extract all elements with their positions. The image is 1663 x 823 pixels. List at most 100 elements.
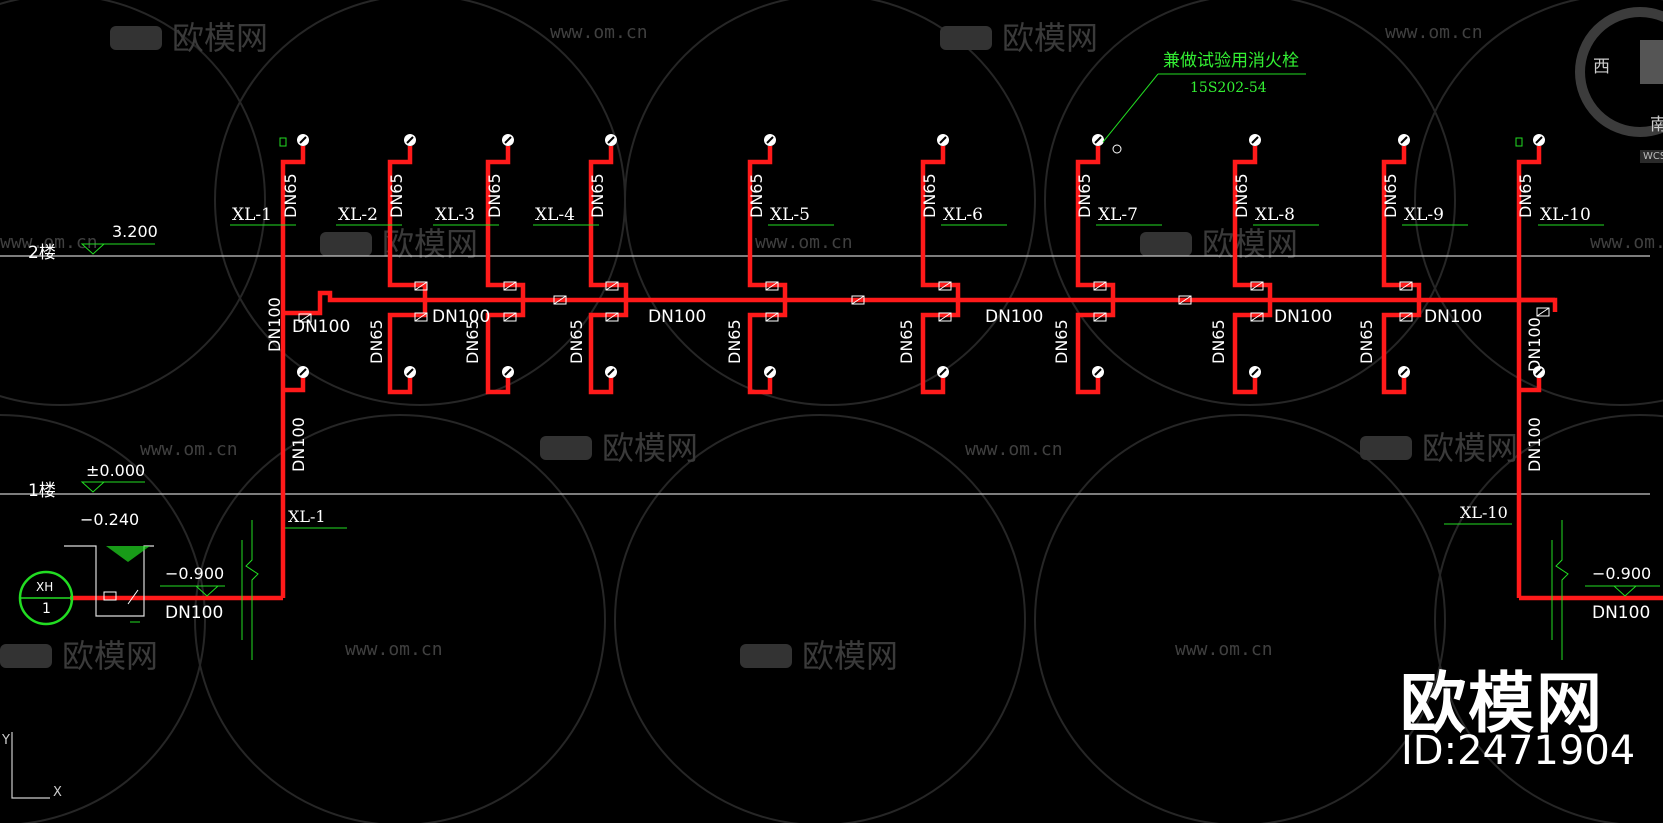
- watermark-circle: [624, 0, 1036, 406]
- gate-valve-icon: [605, 281, 619, 291]
- compass-west[interactable]: 西: [1593, 57, 1610, 77]
- pipe-size-label: DN65: [1075, 173, 1094, 218]
- right-pipe-level: −0.900: [1592, 564, 1652, 583]
- riser-label: XL-5: [770, 205, 810, 225]
- fire-hydrant-icon: [1535, 136, 1543, 144]
- watermark-url: www.om.cn: [0, 232, 98, 253]
- watermark-circle: [1414, 0, 1663, 406]
- pipe-size-label: DN65: [387, 173, 406, 218]
- riser-xl10-pipe: [1516, 146, 1542, 598]
- gate-valve-icon: [298, 313, 312, 323]
- watermark-brand: 欧模网: [1202, 225, 1298, 263]
- hydrant-annotation-ref: 15S202-54: [1190, 80, 1267, 96]
- gate-valve-icon: [1093, 312, 1107, 322]
- watermark-circle: [0, 0, 266, 406]
- riser-label: XL-2: [338, 205, 378, 225]
- gate-valve-icon: [503, 281, 517, 291]
- watermark-brand: 欧模网: [1422, 429, 1518, 467]
- pipe-size-label: DN65: [1381, 173, 1400, 218]
- watermark-url: www.om.cn: [1385, 22, 1483, 43]
- gate-valve-icon: [1178, 295, 1192, 305]
- pipe-size-label: DN65: [1052, 319, 1071, 364]
- watermark-circle: [1434, 414, 1663, 823]
- fire-hydrant-icon: [406, 136, 414, 144]
- gate-valve-icon: [1093, 281, 1107, 291]
- floor-lines: [0, 255, 1650, 495]
- gate-valve-icon: [1093, 312, 1107, 322]
- air-vent-icon: [279, 137, 287, 147]
- pipe-size-label: DN100: [292, 317, 350, 337]
- riser-bottom-left-label: XL-1: [288, 507, 326, 526]
- gate-valve-icon: [1250, 281, 1264, 291]
- fire-hydrant-icon: [1094, 136, 1102, 144]
- fire-hydrant-icon: [1251, 136, 1259, 144]
- gate-valve-icon: [414, 281, 428, 291]
- wall-break-line: [245, 520, 259, 660]
- check-valve-icon: [127, 589, 139, 605]
- gate-valve-icon: [414, 312, 428, 322]
- floor-2-label: 2楼: [28, 243, 56, 263]
- inlet-code: XH: [36, 580, 54, 594]
- compass-view-cube-icon: [1640, 40, 1663, 84]
- watermark-circle: [0, 414, 206, 823]
- riser-upper-pipe: [920, 146, 961, 300]
- watermark-logo-icon: [540, 436, 592, 460]
- gate-valve-icon: [605, 312, 619, 322]
- gate-valve-icon: [503, 312, 517, 322]
- watermark-logo-icon: [1360, 436, 1412, 460]
- riser-upper-pipe: [588, 146, 629, 300]
- gate-valve-icon: [1250, 312, 1264, 322]
- fire-hydrant-icon: [607, 136, 615, 144]
- fire-hydrant-icon: [1400, 368, 1408, 376]
- gate-valve-icon: [1399, 312, 1413, 322]
- riser-upper-pipe: [1075, 146, 1116, 300]
- riser-upper-pipe: [387, 146, 428, 300]
- riser-upper-pipe: [485, 146, 526, 300]
- hydrant-annotation-title: 兼做试验用消火栓: [1163, 51, 1299, 71]
- watermark-brand: 欧模网: [1002, 19, 1098, 57]
- pit-level: −0.240: [80, 510, 140, 529]
- level-marker-icon: [194, 585, 220, 597]
- watermark-circle: [1044, 0, 1456, 406]
- test-hydrant-icon: [1112, 144, 1122, 154]
- gate-valve-icon: [1399, 281, 1413, 291]
- level-marker-icon: [1612, 585, 1638, 597]
- gate-valve-icon: [298, 313, 312, 323]
- watermark-logo-icon: [0, 644, 52, 668]
- pipe-size-label: DN65: [1357, 319, 1376, 364]
- gate-valve-icon: [553, 295, 567, 305]
- watermark-logo-icon: [740, 644, 792, 668]
- compass-wcs[interactable]: WCS: [1640, 150, 1663, 163]
- riser-label: XL-10: [1540, 205, 1591, 225]
- riser-label: XL-4: [535, 205, 575, 225]
- pipe-size-label: DN65: [463, 319, 482, 364]
- left-pipe-level: −0.900: [165, 564, 225, 583]
- riser-lower-pipe: [920, 300, 961, 395]
- gate-valve-icon: [851, 295, 865, 305]
- fire-hydrant-icon: [299, 368, 307, 376]
- fire-hydrant-icon: [766, 368, 774, 376]
- pipe-size-label: DN100: [1424, 307, 1482, 327]
- pipe-size-label: DN65: [747, 173, 766, 218]
- pipe-size-label: DN100: [265, 297, 284, 352]
- inlet-number: 1: [42, 601, 51, 617]
- watermark-brand: 欧模网: [172, 19, 268, 57]
- valve-pit-outline: [64, 545, 154, 617]
- watermark-url: www.om.cn: [140, 439, 238, 460]
- riser-lower-pipe: [1232, 300, 1273, 395]
- riser-lower-pipe: [588, 300, 629, 395]
- watermark-logo-icon: [110, 26, 162, 50]
- fire-hydrant-icon: [299, 136, 307, 144]
- wall-break-line: [1555, 520, 1569, 660]
- riser-bottom-right-label: XL-10: [1460, 503, 1508, 522]
- compass-south[interactable]: 南: [1650, 115, 1663, 135]
- pipe-size-label: DN100: [1525, 417, 1544, 472]
- ground-hatch-icon: [106, 546, 150, 562]
- fire-hydrant-icon: [1400, 136, 1408, 144]
- pipe-size-label: DN100: [648, 307, 706, 327]
- watermark-logo-icon: [1140, 232, 1192, 256]
- air-vent-icon: [1515, 137, 1523, 147]
- fire-hydrant-icon: [406, 368, 414, 376]
- riser-upper-pipe: [747, 146, 788, 300]
